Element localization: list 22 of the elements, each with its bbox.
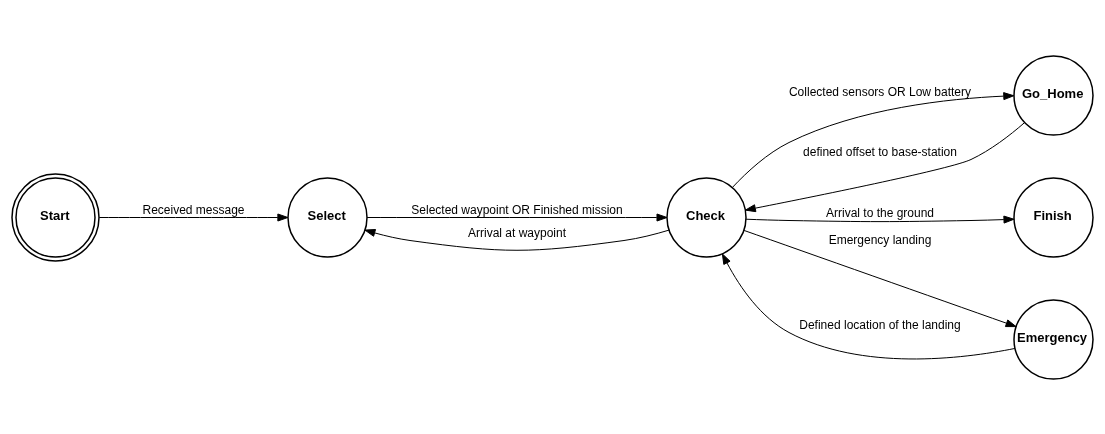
arrow <box>366 213 668 221</box>
arrow <box>745 215 1015 224</box>
node-circle: Check <box>666 176 747 258</box>
edge-label: Defined location of the landing <box>799 317 961 332</box>
node-circle: Finish <box>1013 176 1094 258</box>
arrow <box>364 228 670 251</box>
edge-label: Emergency landing <box>828 232 932 247</box>
arrow <box>98 213 289 221</box>
arrow <box>743 229 1017 327</box>
node-circle: Start <box>11 172 100 262</box>
edge-label: Received message <box>142 202 245 217</box>
arrow <box>731 91 1015 188</box>
node-circle: Select <box>287 176 368 258</box>
edge-label: Arrival at waypoint <box>467 225 567 240</box>
edge-label: Collected sensors OR Low battery <box>788 84 972 99</box>
node-circle: Emergency <box>1013 298 1094 380</box>
arrow <box>744 121 1025 212</box>
edge-label: defined offset to base-station <box>803 144 957 159</box>
edge-label: Arrival to the ground <box>825 205 935 220</box>
node-circle: Go_Home <box>1013 54 1094 136</box>
edge-label: Selected waypoint OR Finished mission <box>411 202 623 217</box>
arrow <box>721 252 1016 359</box>
